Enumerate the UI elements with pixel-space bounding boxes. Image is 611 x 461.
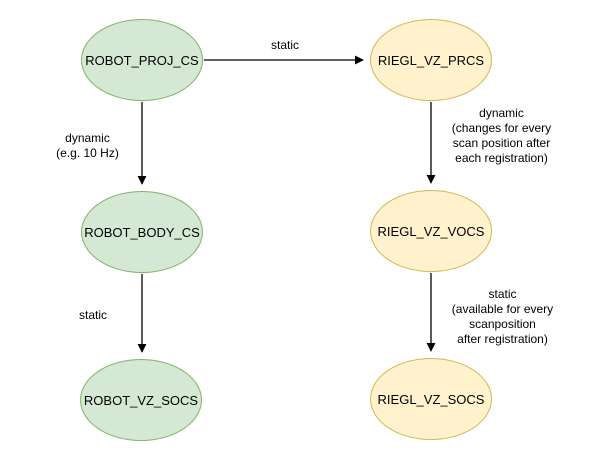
- node-label: RIEGL_VZ_VOCS: [377, 223, 485, 239]
- edge-label-dynamic-right: dynamic (changes for every scan position…: [451, 106, 552, 165]
- edge-label-static-right: static (available for every scanposition…: [451, 287, 554, 346]
- edge-label-dynamic-left: dynamic (e.g. 10 Hz): [56, 131, 119, 160]
- node-label: ROBOT_VZ_SOCS: [83, 392, 199, 408]
- edge-label-static-top: static: [270, 38, 299, 52]
- node-riegl-vz-vocs: RIEGL_VZ_VOCS: [370, 190, 492, 272]
- node-robot-proj-cs: ROBOT_PROJ_CS: [81, 19, 203, 101]
- edge-label-static-left: static: [78, 308, 107, 322]
- node-riegl-vz-socs: RIEGL_VZ_SOCS: [370, 358, 492, 440]
- node-label: ROBOT_PROJ_CS: [85, 52, 199, 68]
- node-label: RIEGL_VZ_SOCS: [377, 391, 485, 407]
- node-robot-body-cs: ROBOT_BODY_CS: [81, 191, 203, 273]
- node-label: RIEGL_VZ_PRCS: [377, 52, 485, 68]
- node-label: ROBOT_BODY_CS: [84, 224, 200, 240]
- node-riegl-vz-prcs: RIEGL_VZ_PRCS: [370, 19, 492, 101]
- node-robot-vz-socs: ROBOT_VZ_SOCS: [80, 359, 202, 441]
